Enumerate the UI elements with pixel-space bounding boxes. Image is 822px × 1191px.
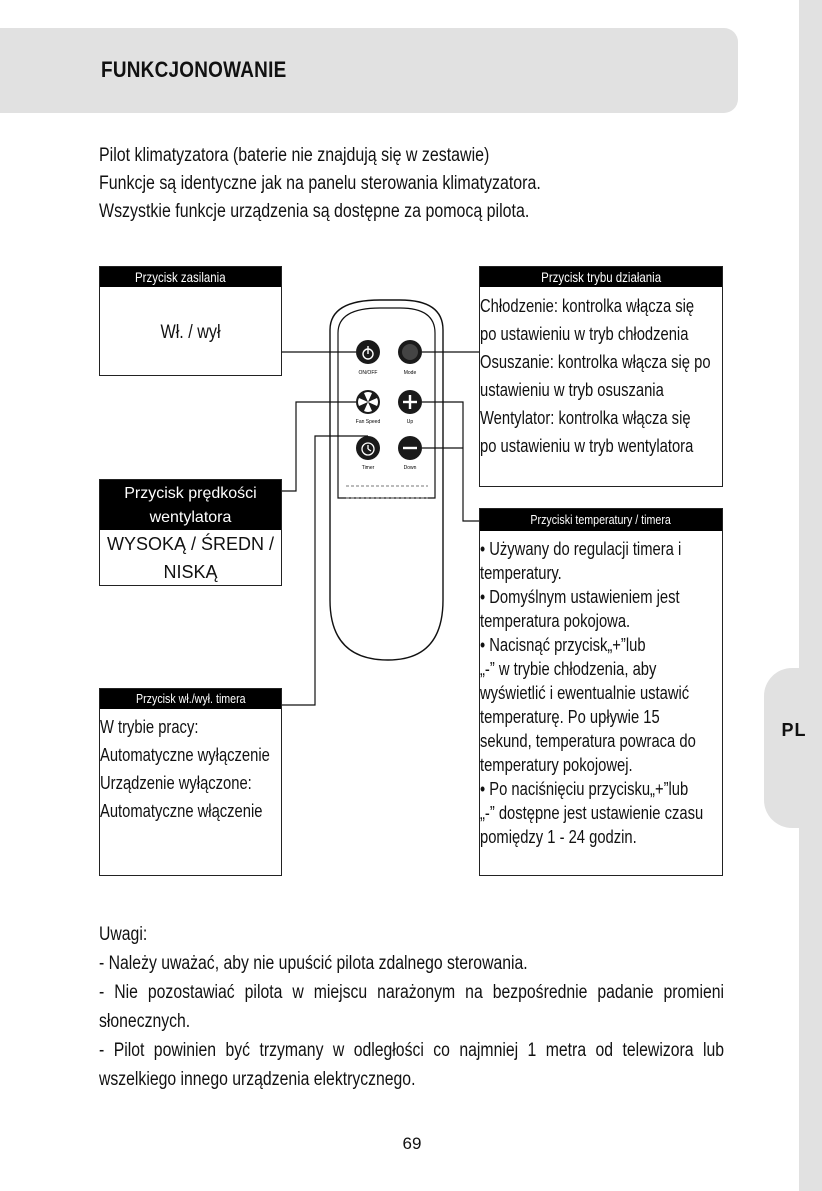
intro-line: Wszystkie funkcje urządzenia są dostępne… [99, 198, 569, 226]
note-item: - Należy uważać, aby nie upuścić pilota … [99, 949, 618, 978]
note-item: - Pilot powinien być trzymany w odległoś… [99, 1036, 724, 1065]
timer-box: Przycisk wł./wył. timera W trybie pracy:… [99, 688, 282, 876]
temp-line: temperatury pokojowej. [480, 753, 633, 777]
temp-line: • Nacisnąć przycisk„+”lub [480, 633, 646, 657]
mode-line: po ustawieniu w tryb chłodzenia [480, 320, 688, 348]
temp-line: temperaturę. Po upływie 15 [480, 705, 660, 729]
page-number: 69 [392, 1134, 432, 1154]
remote-panel [338, 308, 435, 498]
mode-label: Mode [404, 370, 417, 376]
notes-heading: Uwagi: [99, 920, 618, 949]
mode-box-body: Chłodzenie: kontrolka włącza się po usta… [480, 287, 722, 460]
mode-line: po ustawieniu w tryb wentylatora [480, 432, 693, 460]
fan-box-title: Przycisk prędkości wentylatora [100, 480, 281, 530]
timer-box-body: W trybie pracy: Automatyczne wyłączenie … [100, 709, 281, 825]
timer-line: Automatyczne wyłączenie [100, 741, 270, 769]
timer-line: Urządzenie wyłączone: [100, 769, 252, 797]
power-button-box: Przycisk zasilania Wł. / wył [99, 266, 282, 376]
mode-line: Osuszanie: kontrolka włącza się po [480, 348, 711, 376]
note-item: słonecznych. [99, 1007, 618, 1036]
temp-line: temperatura pokojowa. [480, 609, 630, 633]
mode-line: ustawieniu w tryb osuszania [480, 376, 664, 404]
temp-line: • Używany do regulacji timera i [480, 537, 681, 561]
side-strip [799, 0, 822, 1191]
fan-speed-button-icon [356, 390, 380, 414]
language-tab [764, 668, 822, 828]
remote-outline [330, 300, 443, 660]
mode-button-box: Przycisk trybu działania Chłodzenie: kon… [479, 266, 723, 487]
mode-button-icon [398, 340, 422, 364]
note-item: - Nie pozostawiać pilota w miejscu naraż… [99, 978, 724, 1007]
temp-line: „-” w trybie chłodzenia, aby [480, 657, 656, 681]
timer-box-title: Przycisk wł./wył. timera [100, 689, 281, 709]
power-box-title: Przycisk zasilania [100, 267, 281, 287]
timer-line: W trybie pracy: [100, 713, 198, 741]
temp-up-connector [422, 402, 479, 521]
fan-connector [281, 402, 356, 491]
intro-text: Pilot klimatyzatora (baterie nie znajduj… [99, 142, 569, 226]
temp-line: „-” dostępne jest ustawienie czasu [480, 801, 703, 825]
notes-section: Uwagi: - Należy uważać, aby nie upuścić … [99, 920, 724, 1094]
mode-line: Wentylator: kontrolka włącza się [480, 404, 691, 432]
down-button-icon [398, 436, 422, 460]
page-title: FUNKCJONOWANIE [101, 57, 286, 83]
temp-line: pomiędzy 1 - 24 godzin. [480, 825, 637, 849]
up-label: Up [407, 419, 414, 425]
temp-line: wyświetlić i ewentualnie ustawić [480, 681, 689, 705]
intro-line: Funkcje są identyczne jak na panelu ster… [99, 170, 569, 198]
temp-line: temperatury. [480, 561, 562, 585]
intro-line: Pilot klimatyzatora (baterie nie znajduj… [99, 142, 569, 170]
fan-box-body: WYSOKĄ / ŚREDN / NISKĄ [100, 530, 281, 586]
timer-connector [281, 436, 368, 705]
temp-box-title: Przyciski temperatury / timera [480, 509, 722, 531]
temp-timer-box: Przyciski temperatury / timera • Używany… [479, 508, 723, 876]
onoff-label: ON/OFF [359, 370, 378, 376]
timer-label: Timer [362, 465, 375, 471]
fan-speed-box: Przycisk prędkości wentylatora WYSOKĄ / … [99, 479, 282, 586]
mode-box-title: Przycisk trybu działania [480, 267, 722, 287]
note-item: wszelkiego innego urządzenia elektryczne… [99, 1065, 618, 1094]
down-label: Down [404, 465, 417, 471]
timer-line: Automatyczne włączenie [100, 797, 262, 825]
fan-speed-label: Fan Speed [356, 419, 381, 425]
temp-box-body: • Używany do regulacji timera i temperat… [480, 531, 722, 849]
up-button-icon [398, 390, 422, 414]
timer-button-icon [356, 436, 380, 460]
temp-line: sekund, temperatura powraca do [480, 729, 696, 753]
language-tab-label: PL [774, 720, 814, 741]
power-button-icon [356, 340, 380, 364]
mode-line: Chłodzenie: kontrolka włącza się [480, 292, 694, 320]
power-box-body: Wł. / wył [114, 319, 268, 347]
temp-line: • Po naciśnięciu przycisku„+”lub [480, 777, 688, 801]
temp-line: • Domyślnym ustawieniem jest [480, 585, 680, 609]
